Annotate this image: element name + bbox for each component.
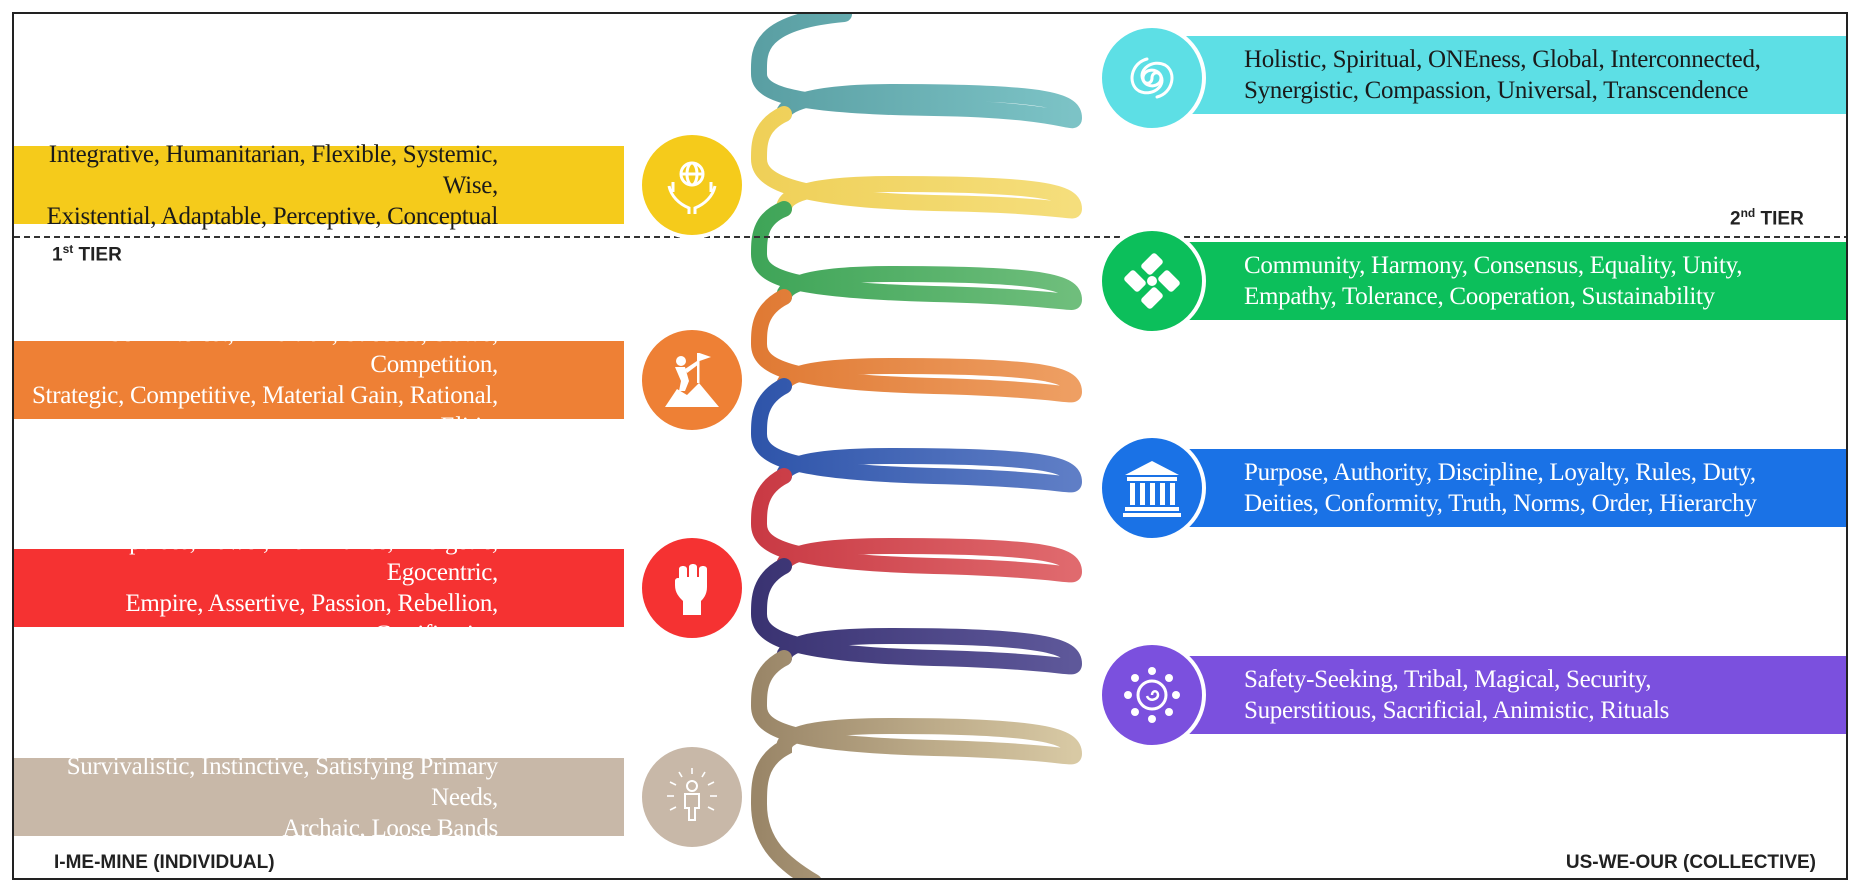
radiant-person-icon — [638, 743, 746, 851]
spiral-coil-green — [750, 201, 1083, 311]
bar-line-2: Superstitious, Sacrificial, Animistic, R… — [1244, 697, 1670, 724]
bar-line-1: Purpose, Authority, Discipline, Loyalty,… — [1244, 459, 1756, 486]
second-tier-suffix: nd — [1740, 206, 1756, 220]
left-bar-text: Integrative, Humanitarian, Flexible, Sys… — [14, 139, 499, 232]
joined-hands-icon — [1098, 227, 1206, 335]
first-tier-label: 1st TIER — [52, 242, 122, 266]
bar-line-2: Existential, Adaptable, Perceptive, Conc… — [46, 202, 499, 230]
swirl-icon — [1098, 24, 1206, 132]
bar-line-1: Survivalistic, Instinctive, Satisfying P… — [66, 752, 499, 811]
spiral-coil-turquoise — [750, 14, 1083, 129]
bar-line-1: Safety-Seeking, Tribal, Magical, Securit… — [1244, 666, 1652, 693]
left-bar-yellow: Integrative, Humanitarian, Flexible, Sys… — [14, 141, 624, 230]
bar-line-2: Deities, Conformity, Truth, Norms, Order… — [1244, 490, 1757, 517]
bar-line-1: Impulses, Power, Dominance, Energetic, E… — [101, 528, 498, 586]
spiral-graphic — [750, 14, 1083, 878]
raised-fist-icon — [638, 534, 746, 642]
bar-line-2: Synergistic, Compassion, Universal, Tran… — [1244, 77, 1749, 104]
left-bar-text: Impulses, Power, Dominance, Energetic, E… — [14, 526, 498, 650]
right-bar-turquoise: Holistic, Spiritual, ONEness, Global, In… — [1124, 36, 1846, 114]
bar-line-1: Holistic, Spiritual, ONEness, Global, In… — [1244, 46, 1761, 73]
collective-label: US-WE-OUR (COLLECTIVE) — [1565, 852, 1816, 873]
right-bar-text: Purpose, Authority, Discipline, Loyalty,… — [1244, 457, 1757, 519]
temple-icon — [1098, 434, 1206, 542]
left-bar-text: Self-Interest, Ambition, Success, Status… — [14, 318, 498, 442]
spiral-coil-purple — [750, 558, 1083, 675]
sun-spiral-icon — [1098, 641, 1206, 749]
left-bar-text: Survivalistic, Instinctive, Satisfying P… — [14, 751, 499, 844]
right-bar-purple: Safety-Seeking, Tribal, Magical, Securit… — [1124, 656, 1846, 734]
spiral-coil-yellow — [750, 106, 1083, 219]
first-tier-number: 1 — [52, 244, 63, 266]
bar-line-2: Archaic, Loose Bands — [282, 814, 499, 842]
bar-line-1: Community, Harmony, Consensus, Equality,… — [1244, 252, 1743, 279]
spiral-coil-beige — [750, 650, 1083, 878]
second-tier-label: 2nd TIER — [1730, 206, 1804, 230]
right-bar-text: Holistic, Spiritual, ONEness, Global, In… — [1244, 44, 1761, 106]
individual-label: I-ME-MINE (INDIVIDUAL) — [54, 852, 275, 873]
right-bar-text: Community, Harmony, Consensus, Equality,… — [1244, 250, 1742, 312]
left-bar-beige: Survivalistic, Instinctive, Satisfying P… — [14, 753, 624, 842]
bar-line-1: Integrative, Humanitarian, Flexible, Sys… — [48, 140, 499, 199]
spiral-coil-red — [750, 468, 1083, 583]
right-bar-text: Safety-Seeking, Tribal, Magical, Securit… — [1244, 664, 1669, 726]
globe-in-hands-icon — [638, 131, 746, 239]
right-bar-green: Community, Harmony, Consensus, Equality,… — [1124, 242, 1846, 320]
second-tier-number: 2 — [1730, 208, 1741, 230]
first-tier-word: TIER — [78, 244, 122, 266]
diagram-frame: Integrative, Humanitarian, Flexible, Sys… — [12, 12, 1848, 880]
right-bar-blue: Purpose, Authority, Discipline, Loyalty,… — [1124, 449, 1846, 527]
spiral-coil-orange — [750, 289, 1083, 403]
second-tier-word: TIER — [1760, 208, 1804, 230]
summit-flag-icon — [638, 326, 746, 434]
bar-line-2: Empire, Assertive, Passion, Rebellion, G… — [125, 590, 498, 648]
first-tier-suffix: st — [62, 242, 74, 256]
left-bar-red: Impulses, Power, Dominance, Energetic, E… — [14, 528, 624, 648]
spiral-coil-blue — [750, 378, 1083, 493]
bar-line-2: Empathy, Tolerance, Cooperation, Sustain… — [1244, 283, 1715, 310]
left-bar-orange: Self-Interest, Ambition, Success, Status… — [14, 320, 624, 440]
tier-divider — [14, 236, 1846, 238]
bar-line-1: Self-Interest, Ambition, Success, Status… — [108, 320, 498, 378]
bar-line-2: Strategic, Competitive, Material Gain, R… — [31, 382, 498, 440]
